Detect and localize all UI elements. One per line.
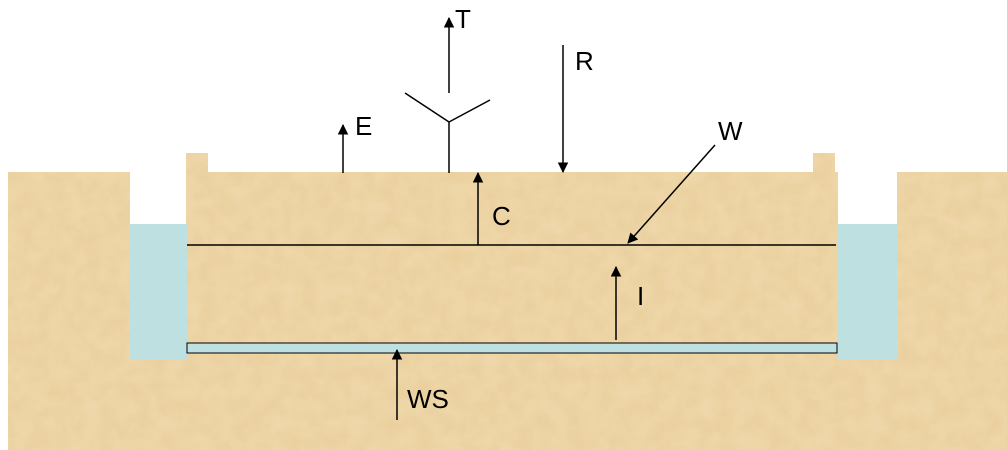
water-left-channel xyxy=(130,224,187,360)
label-R: R xyxy=(575,46,594,76)
soil-right-bank xyxy=(897,172,1007,450)
water-table-layer xyxy=(186,342,838,354)
label-W: W xyxy=(718,116,743,146)
soil-center-column xyxy=(186,172,838,450)
soil-body xyxy=(8,153,1007,450)
soil-left-bank xyxy=(8,172,130,450)
w-pointer-arrow xyxy=(627,144,716,244)
plant-symbol xyxy=(404,92,491,173)
label-E: E xyxy=(355,111,372,141)
label-WS: WS xyxy=(407,384,449,414)
label-I: I xyxy=(637,281,644,311)
label-C: C xyxy=(492,201,511,231)
soil-right-bump xyxy=(813,153,835,175)
soil-bottom-right xyxy=(836,360,898,450)
soil-left-bump xyxy=(186,153,208,175)
soil-bottom-left xyxy=(130,360,190,450)
water-right-channel xyxy=(837,224,897,360)
label-T: T xyxy=(455,4,471,34)
